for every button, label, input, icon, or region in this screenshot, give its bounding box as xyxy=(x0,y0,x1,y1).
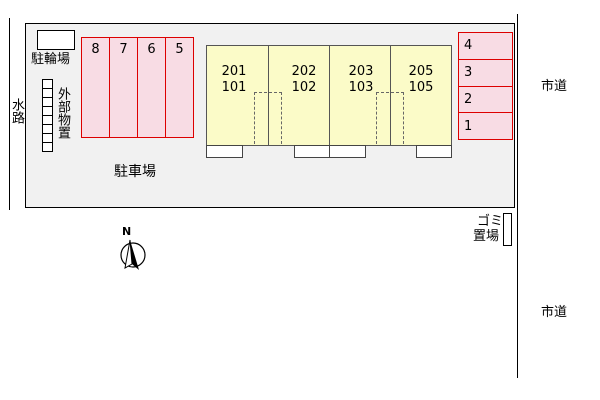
unit-upper-number: 203 xyxy=(348,64,374,79)
entrance-dashed-outline xyxy=(254,92,282,144)
bicycle-parking-box xyxy=(37,30,75,50)
city-road-edge-line xyxy=(517,14,518,378)
porch-step xyxy=(294,145,330,158)
entrance-dashed-outline xyxy=(376,92,404,144)
unit-lower-number: 102 xyxy=(291,80,317,95)
parking-space-8: 8 xyxy=(82,38,110,137)
unit-divider xyxy=(390,45,391,146)
outdoor-storage-stack xyxy=(42,79,53,152)
unit-205-105: 205 105 xyxy=(396,64,446,96)
unit-upper-number: 201 xyxy=(221,64,247,79)
unit-divider xyxy=(329,45,330,146)
unit-divider xyxy=(268,45,269,146)
outdoor-storage-label: 外部物置 xyxy=(55,87,70,139)
unit-lower-number: 101 xyxy=(221,80,247,95)
garbage-label-line2: 置場 xyxy=(473,229,500,244)
parking-space-3: 3 xyxy=(459,59,512,87)
parking-space-7: 7 xyxy=(110,38,138,137)
porch-step xyxy=(206,145,243,158)
garbage-box xyxy=(503,213,512,246)
unit-202-102: 202 102 xyxy=(279,64,329,96)
parking-spaces-right: 4 3 2 1 xyxy=(458,32,513,140)
unit-lower-number: 103 xyxy=(348,80,374,95)
parking-space-1: 1 xyxy=(459,113,512,139)
garbage-area-label: ゴミ 置場 xyxy=(473,214,503,244)
parking-space-6: 6 xyxy=(138,38,166,137)
city-road-label-top: 市道 xyxy=(541,79,568,94)
unit-lower-number: 105 xyxy=(408,80,434,95)
porch-step xyxy=(416,145,452,158)
unit-upper-number: 205 xyxy=(408,64,434,79)
parking-space-4: 4 xyxy=(459,33,512,60)
city-road-label-bottom: 市道 xyxy=(541,305,568,320)
parking-spaces-left: 8 7 6 5 xyxy=(81,37,194,138)
north-label: N xyxy=(122,225,132,238)
parking-space-2: 2 xyxy=(459,86,512,114)
north-arrow-icon: N xyxy=(113,226,153,272)
garbage-label-line1: ゴミ xyxy=(477,214,504,229)
unit-203-103: 203 103 xyxy=(336,64,386,96)
bicycle-parking-label: 駐輪場 xyxy=(31,52,71,67)
unit-upper-number: 202 xyxy=(291,64,317,79)
waterway-label: 水路 xyxy=(9,98,24,124)
storage-unit xyxy=(42,142,53,152)
unit-201-101: 201 101 xyxy=(209,64,259,96)
parking-space-5: 5 xyxy=(166,38,193,137)
porch-step xyxy=(329,145,366,158)
parking-lot-label: 駐車場 xyxy=(114,164,156,180)
waterway-edge-line xyxy=(9,18,10,210)
